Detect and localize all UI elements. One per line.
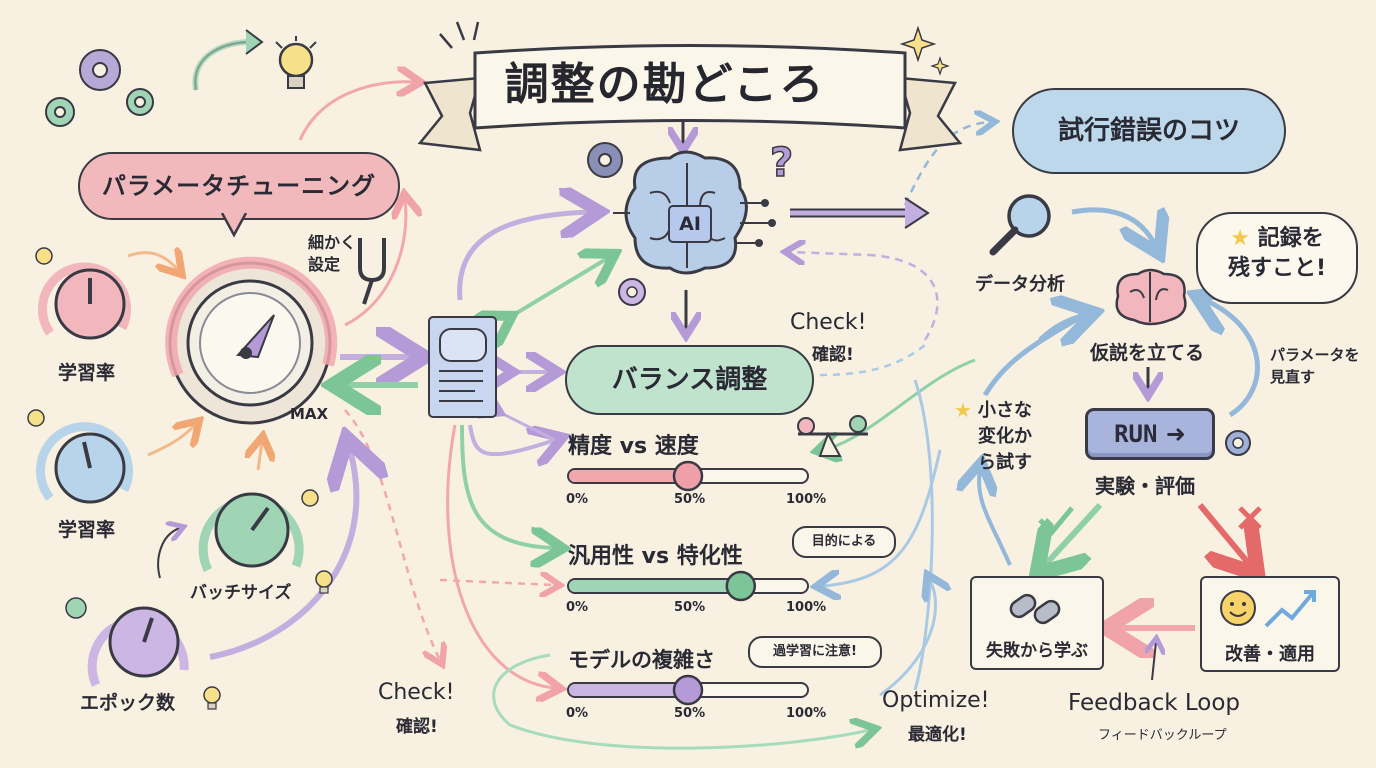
parameter-tuning-header: パラメータチューニング bbox=[78, 152, 400, 220]
slider-knob[interactable] bbox=[672, 674, 704, 706]
slider-tick-1-2: 100% bbox=[786, 600, 827, 615]
slider-title-model-complexity: モデルの複雑さ bbox=[568, 648, 715, 672]
optimize-jp: 最適化! bbox=[908, 725, 967, 745]
slider-title-generality-specificity: 汎用性 vs 特化性 bbox=[568, 544, 743, 569]
knob-label-learning-rate-1: 学習率 bbox=[58, 362, 116, 384]
check-top-en: Check! bbox=[790, 310, 867, 335]
slider-fill bbox=[569, 684, 689, 696]
data-analysis-label: データ分析 bbox=[975, 274, 1065, 295]
balance-adjustment-header: バランス調整 bbox=[565, 345, 814, 415]
lightbulb-icon bbox=[203, 686, 221, 710]
main-gauge bbox=[165, 256, 338, 425]
bubble-tail bbox=[220, 213, 248, 238]
title-banner-shape bbox=[417, 44, 963, 152]
star-icon: ★ bbox=[954, 398, 972, 422]
check-top-jp: 確認! bbox=[812, 345, 854, 365]
slider-tick-1-0: 0% bbox=[566, 600, 589, 615]
arrow-right-icon: ➜ bbox=[1165, 420, 1186, 448]
broken-link-icon bbox=[1009, 593, 1061, 625]
lightbulb-icon bbox=[275, 36, 317, 89]
feedback-loop-jp: フィードバックループ bbox=[1098, 728, 1227, 743]
knob-label-epochs: エポック数 bbox=[80, 692, 176, 714]
ai-chip-label: AI bbox=[668, 205, 712, 243]
feedback-loop-en: Feedback Loop bbox=[1068, 690, 1240, 716]
slider-tick-2-2: 100% bbox=[786, 706, 827, 721]
knob-epochs[interactable] bbox=[56, 590, 196, 690]
balance-scale-icon bbox=[797, 415, 868, 457]
slider-knob[interactable] bbox=[725, 570, 757, 602]
slider-tick-1-1: 50% bbox=[674, 600, 706, 615]
magnifier-icon bbox=[989, 194, 1051, 256]
note-watch-overfitting: 過学習に注意! bbox=[748, 636, 882, 668]
gear-icon bbox=[618, 278, 646, 306]
slider-fill bbox=[569, 580, 742, 592]
learn-from-failure-card: 失敗から学ぶ bbox=[970, 576, 1104, 670]
review-params-note: パラメータを 見直す bbox=[1270, 346, 1360, 386]
knob-learning-rate-1[interactable] bbox=[30, 238, 140, 358]
document-icon bbox=[428, 316, 497, 418]
slider-tick-2-0: 0% bbox=[566, 706, 589, 721]
cross-icon bbox=[1238, 506, 1262, 530]
improve-apply-label: 改善・適用 bbox=[1225, 644, 1315, 665]
slider-accuracy-speed[interactable] bbox=[562, 458, 814, 494]
slider-tick-0-0: 0% bbox=[566, 492, 589, 507]
slider-title-accuracy-speed: 精度 vs 速度 bbox=[568, 434, 699, 459]
note-depends-on-goal: 目的による bbox=[792, 526, 896, 558]
slider-tick-2-1: 50% bbox=[674, 706, 706, 721]
smile-chart-icon bbox=[1220, 590, 1316, 628]
brain-icon bbox=[1115, 268, 1187, 326]
slider-tick-0-2: 100% bbox=[786, 492, 827, 507]
knob-batch-size[interactable] bbox=[196, 478, 326, 578]
star-icon: ★ bbox=[1230, 226, 1251, 251]
check-bottom-en: Check! bbox=[378, 680, 455, 705]
experiment-evaluate-label: 実験・評価 bbox=[1095, 474, 1195, 498]
gear-icon bbox=[1225, 430, 1251, 456]
svg-text:?: ? bbox=[770, 140, 793, 186]
slider-fill bbox=[569, 470, 689, 482]
tuning-fork-icon bbox=[358, 238, 386, 305]
check-mark-icon bbox=[1038, 506, 1074, 536]
gear-icon bbox=[45, 49, 154, 127]
slider-tick-0-1: 50% bbox=[674, 492, 706, 507]
fine-tune-note: 細かく 設定 bbox=[308, 233, 357, 274]
record-note: ★ 記録を 残すこと! bbox=[1196, 212, 1358, 304]
improve-apply-card: 改善・適用 bbox=[1200, 576, 1340, 672]
record-note-text: 記録を 残すこと! bbox=[1227, 226, 1327, 281]
slider-model-complexity[interactable] bbox=[562, 672, 814, 708]
optimize-en: Optimize! bbox=[882, 688, 990, 713]
try-small-changes-note: 小さな 変化か ら試す bbox=[978, 400, 1032, 473]
slider-knob[interactable] bbox=[672, 460, 704, 492]
max-label: MAX bbox=[290, 405, 329, 423]
trial-and-error-header: 試行錯誤のコツ bbox=[1012, 88, 1286, 174]
knob-learning-rate-2[interactable] bbox=[20, 398, 140, 518]
page-title: 調整の勘どころ bbox=[504, 59, 826, 110]
sparkle-icon bbox=[899, 25, 937, 63]
lightbulb-icon bbox=[315, 570, 333, 594]
run-button[interactable]: RUN ➜ bbox=[1085, 408, 1215, 460]
knob-label-learning-rate-2: 学習率 bbox=[58, 519, 116, 541]
check-bottom-jp: 確認! bbox=[396, 717, 438, 737]
knob-label-batch-size: バッチサイズ bbox=[190, 583, 292, 603]
learn-from-failure-label: 失敗から学ぶ bbox=[986, 641, 1088, 661]
slider-generality-specificity[interactable] bbox=[562, 568, 814, 604]
hypothesis-label: 仮説を立てる bbox=[1090, 342, 1205, 364]
